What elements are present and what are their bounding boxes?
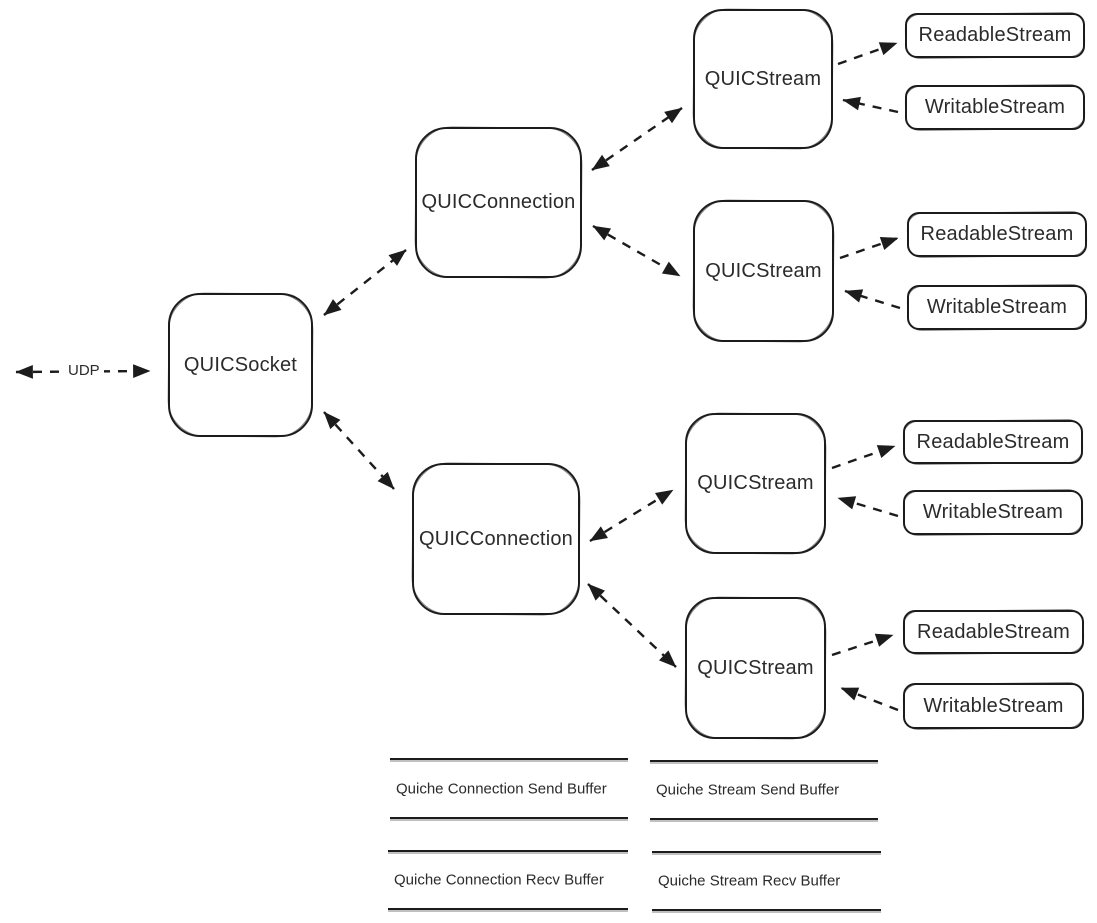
edge-connection1-stream1 <box>591 107 683 171</box>
edge-writable2-stream2 <box>844 289 901 310</box>
buffer-label: Quiche Stream Send Buffer <box>656 781 840 799</box>
edge-writable4-stream4 <box>840 686 899 712</box>
node-writable-stream-3-label: WritableStream <box>922 501 1064 523</box>
udp-label: UDP <box>64 362 104 379</box>
buffer-label: Quiche Connection Send Buffer <box>396 780 607 797</box>
node-quic-stream-4-label: QUICStream <box>697 656 814 679</box>
edge-socket-connection-2 <box>323 411 395 490</box>
node-writable-stream-2: WritableStream <box>907 285 1087 330</box>
edge-udp-socket <box>15 364 151 379</box>
buffer-label: Quiche Connection Recv Buffer <box>394 871 604 889</box>
edge-stream2-readable2 <box>839 236 899 260</box>
node-quic-stream-1-label: QUICStream <box>704 67 822 90</box>
edge-stream1-readable1 <box>837 41 898 66</box>
edge-stream3-readable3 <box>831 444 896 470</box>
node-readable-stream-3: ReadableStream <box>903 420 1083 464</box>
edge-writable3-stream3 <box>837 496 899 518</box>
buffer-line <box>652 908 881 911</box>
edge-stream4-readable4 <box>831 633 894 657</box>
buffer-line <box>650 760 878 763</box>
node-quic-connection-1-label: QUICConnection <box>421 191 576 213</box>
node-quic-stream-2-label: QUICStream <box>705 259 822 282</box>
node-readable-stream-3-label: ReadableStream <box>916 430 1070 453</box>
node-quic-stream-1: QUICStream <box>693 9 833 149</box>
node-quic-stream-4: QUICStream <box>685 597 826 739</box>
node-quic-socket-label: QUICSocket <box>183 353 298 376</box>
buffer-quiche-connection-recv: Quiche Connection Recv Buffer <box>388 850 628 910</box>
buffer-line <box>390 758 628 761</box>
edge-connection2-stream3 <box>589 488 674 543</box>
node-readable-stream-4: ReadableStream <box>903 610 1084 654</box>
node-writable-stream-1: WritableStream <box>905 85 1085 130</box>
node-quic-stream-3-label: QUICStream <box>697 472 814 494</box>
node-quic-stream-3: QUICStream <box>685 413 826 554</box>
node-quic-connection-2-label: QUICConnection <box>419 527 573 550</box>
edge-socket-connection-1 <box>323 249 407 316</box>
node-readable-stream-2-label: ReadableStream <box>920 223 1074 245</box>
edge-connection2-stream4 <box>587 583 677 668</box>
node-quic-stream-2: QUICStream <box>693 200 834 342</box>
buffer-line <box>650 817 878 820</box>
node-writable-stream-4-label: WritableStream <box>923 694 1064 717</box>
node-readable-stream-2: ReadableStream <box>907 212 1087 257</box>
node-quic-connection-2: QUICConnection <box>412 463 580 615</box>
edge-writable1-stream1 <box>842 96 899 114</box>
node-quic-socket: QUICSocket <box>168 293 313 437</box>
buffer-line <box>390 816 628 819</box>
buffer-line <box>388 907 628 910</box>
buffer-line <box>652 851 881 854</box>
buffer-line <box>388 850 628 853</box>
node-writable-stream-3: WritableStream <box>903 490 1083 535</box>
buffer-label: Quiche Stream Recv Buffer <box>658 872 841 890</box>
edge-connection1-stream2 <box>592 224 681 278</box>
node-quic-connection-1: QUICConnection <box>415 127 582 278</box>
node-readable-stream-1-label: ReadableStream <box>918 24 1072 46</box>
node-writable-stream-1-label: WritableStream <box>924 96 1066 118</box>
node-writable-stream-2-label: WritableStream <box>926 296 1068 318</box>
buffer-quiche-stream-recv: Quiche Stream Recv Buffer <box>652 851 881 911</box>
node-readable-stream-4-label: ReadableStream <box>917 620 1070 643</box>
node-readable-stream-1: ReadableStream <box>905 13 1085 58</box>
buffer-quiche-stream-send: Quiche Stream Send Buffer <box>650 760 878 820</box>
buffer-quiche-connection-send: Quiche Connection Send Buffer <box>390 758 628 819</box>
node-writable-stream-4: WritableStream <box>903 683 1084 729</box>
